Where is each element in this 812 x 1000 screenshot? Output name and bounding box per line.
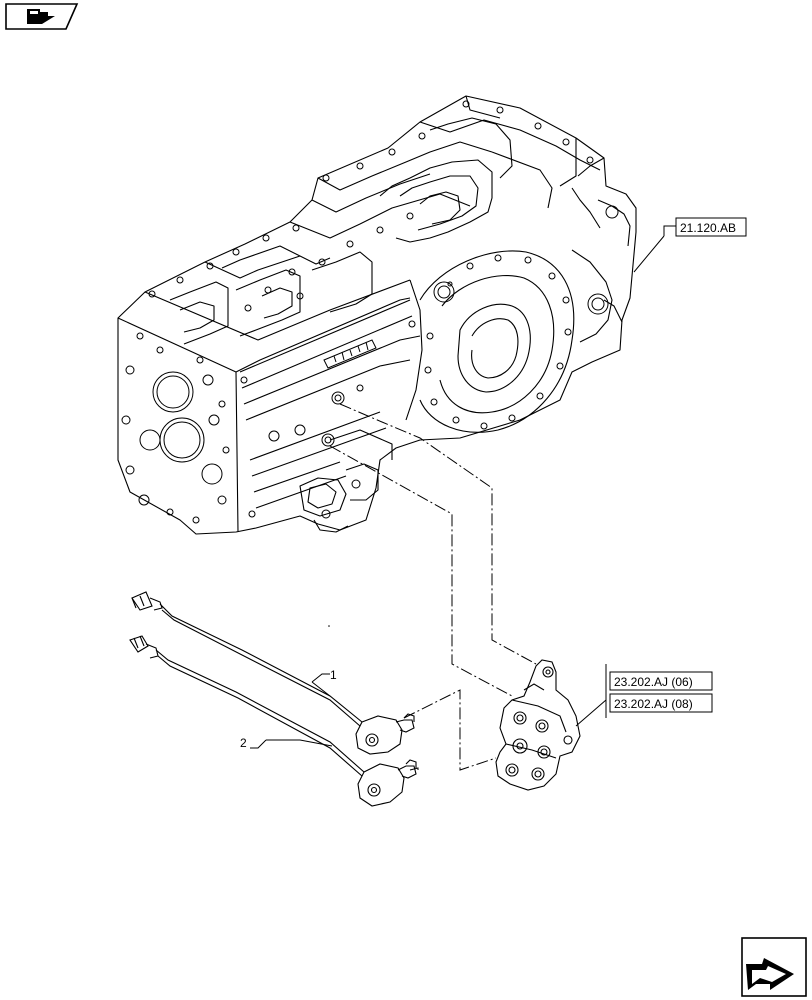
callout-leaders — [250, 225, 676, 749]
ref-box-valve-a[interactable]: 23.202.AJ (06) — [609, 671, 713, 691]
ref-valve-a-label: 23.202.AJ (06) — [614, 675, 693, 689]
housing-holes — [121, 100, 619, 524]
connection-dashed-lines — [329, 403, 537, 771]
ref-housing-label: 21.120.AB — [680, 221, 736, 235]
callout-item-1: 1 — [330, 668, 337, 682]
book-arrow-icon[interactable] — [5, 3, 79, 30]
ref-valve-b-label: 23.202.AJ (08) — [614, 697, 693, 711]
valve-block — [495, 659, 581, 791]
sensor-1 — [131, 591, 415, 755]
ref-box-valve-b[interactable]: 23.202.AJ (08) — [609, 693, 713, 713]
next-page-arrow-icon[interactable] — [741, 937, 807, 997]
sensor-2 — [129, 635, 417, 807]
transmission-housing — [117, 95, 637, 535]
ref-box-housing[interactable]: 21.120.AB — [675, 217, 747, 237]
callout-item-2: 2 — [240, 736, 247, 750]
stray-dot — [328, 625, 330, 627]
housing-logo-emboss — [323, 339, 377, 369]
